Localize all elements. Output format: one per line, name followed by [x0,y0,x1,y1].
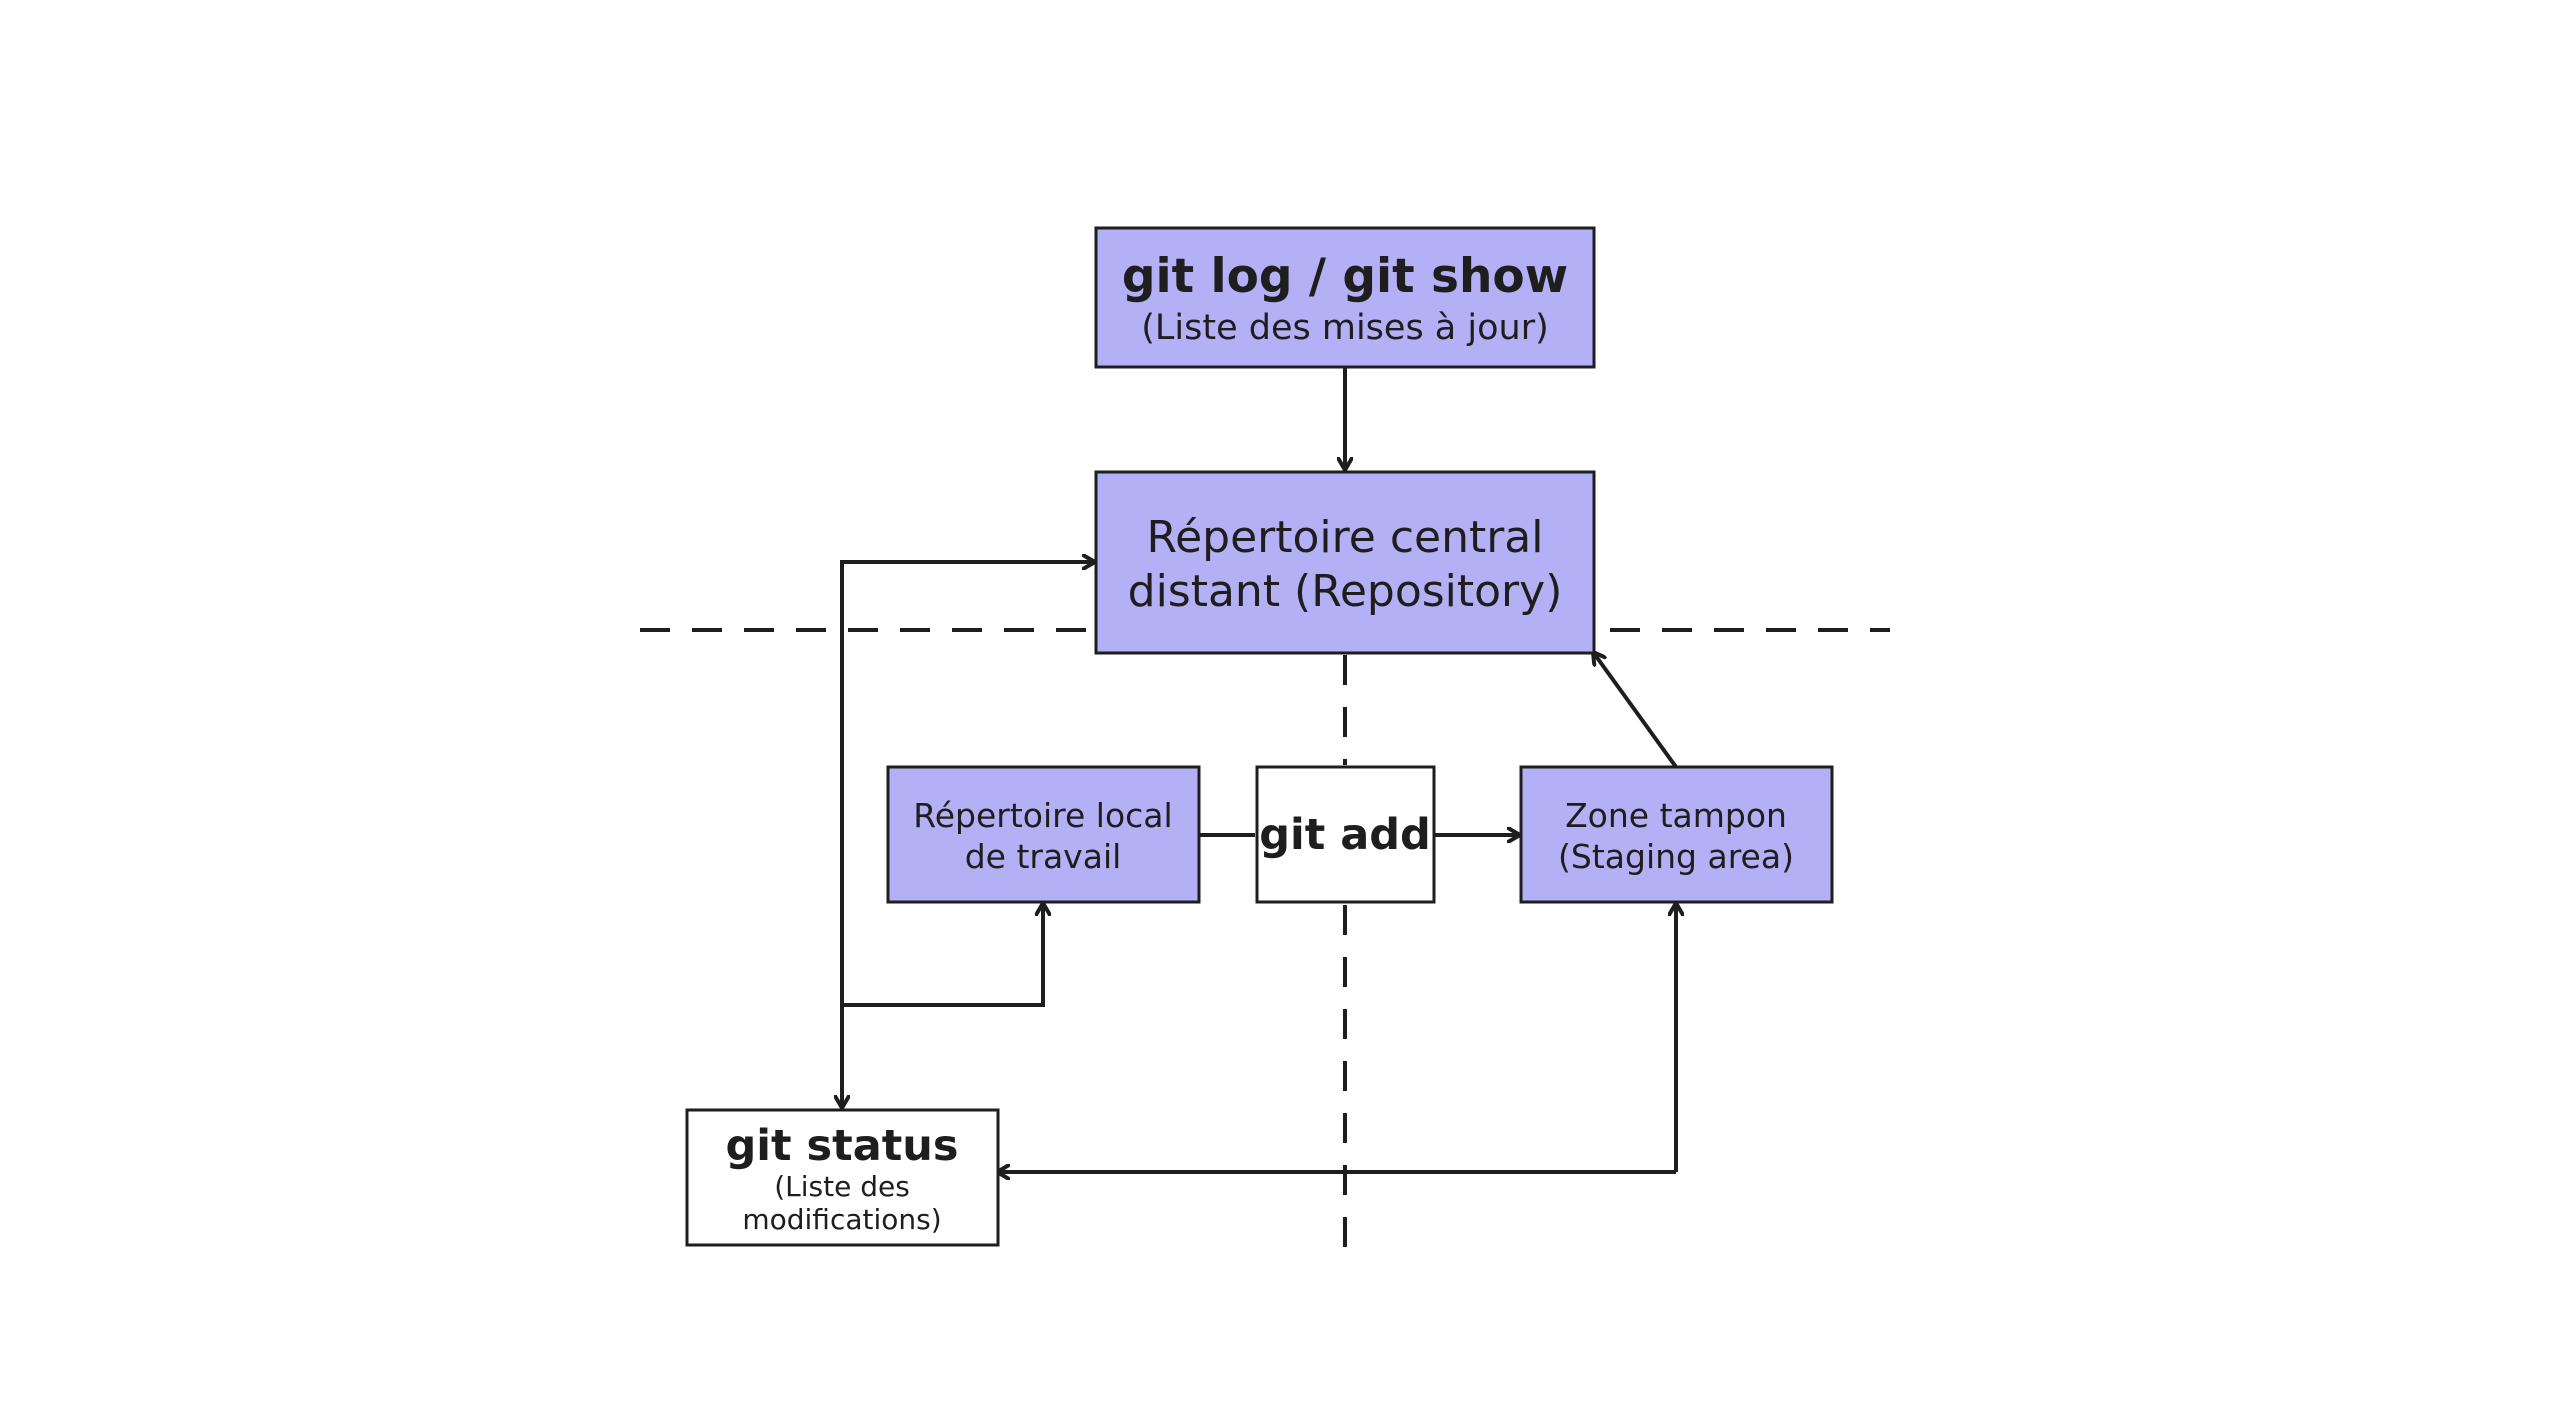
git-add-rect [1255,765,1436,904]
git-log-subtitle: (Liste des mises à jour) [1141,308,1549,348]
local-directory-label-line1: Répertoire local [913,796,1172,835]
git-log-box: git log / git show (Liste des mises à jo… [1094,226,1596,369]
arrow-to-local-directory [842,903,1043,1007]
git-status-box: git status (Liste des modifications) [685,1108,1000,1247]
git-add-label: git add [1259,810,1431,860]
boundary-lines [640,628,1890,1262]
git-status-subtitle-line1: (Liste des [774,1170,910,1203]
arrow-staging-to-repository [1593,652,1678,769]
staging-area-box: Zone tampon (Staging area) [1519,765,1834,904]
git-status-subtitle-line2: modifications) [742,1203,941,1236]
local-directory-label-line2: de travail [965,837,1122,876]
repository-box: Répertoire central distant (Repository) [1094,470,1596,655]
local-directory-rect [886,765,1201,904]
git-log-title: git log / git show [1122,249,1568,304]
arrow-status-to-repository [840,562,1095,1005]
git-status-title: git status [726,1121,959,1171]
connectors [842,367,1676,1172]
repository-label-line1: Répertoire central [1146,512,1543,563]
git-status-rect [685,1108,1000,1247]
repository-rect [1094,470,1596,655]
git-log-rect [1094,226,1596,369]
staging-area-label-line1: Zone tampon [1565,796,1787,835]
repository-label-line2: distant (Repository) [1128,566,1563,617]
local-directory-box: Répertoire local de travail [886,765,1201,904]
staging-area-rect [1519,765,1834,904]
staging-area-label-line2: (Staging area) [1558,837,1794,876]
git-add-box: git add [1255,765,1436,904]
